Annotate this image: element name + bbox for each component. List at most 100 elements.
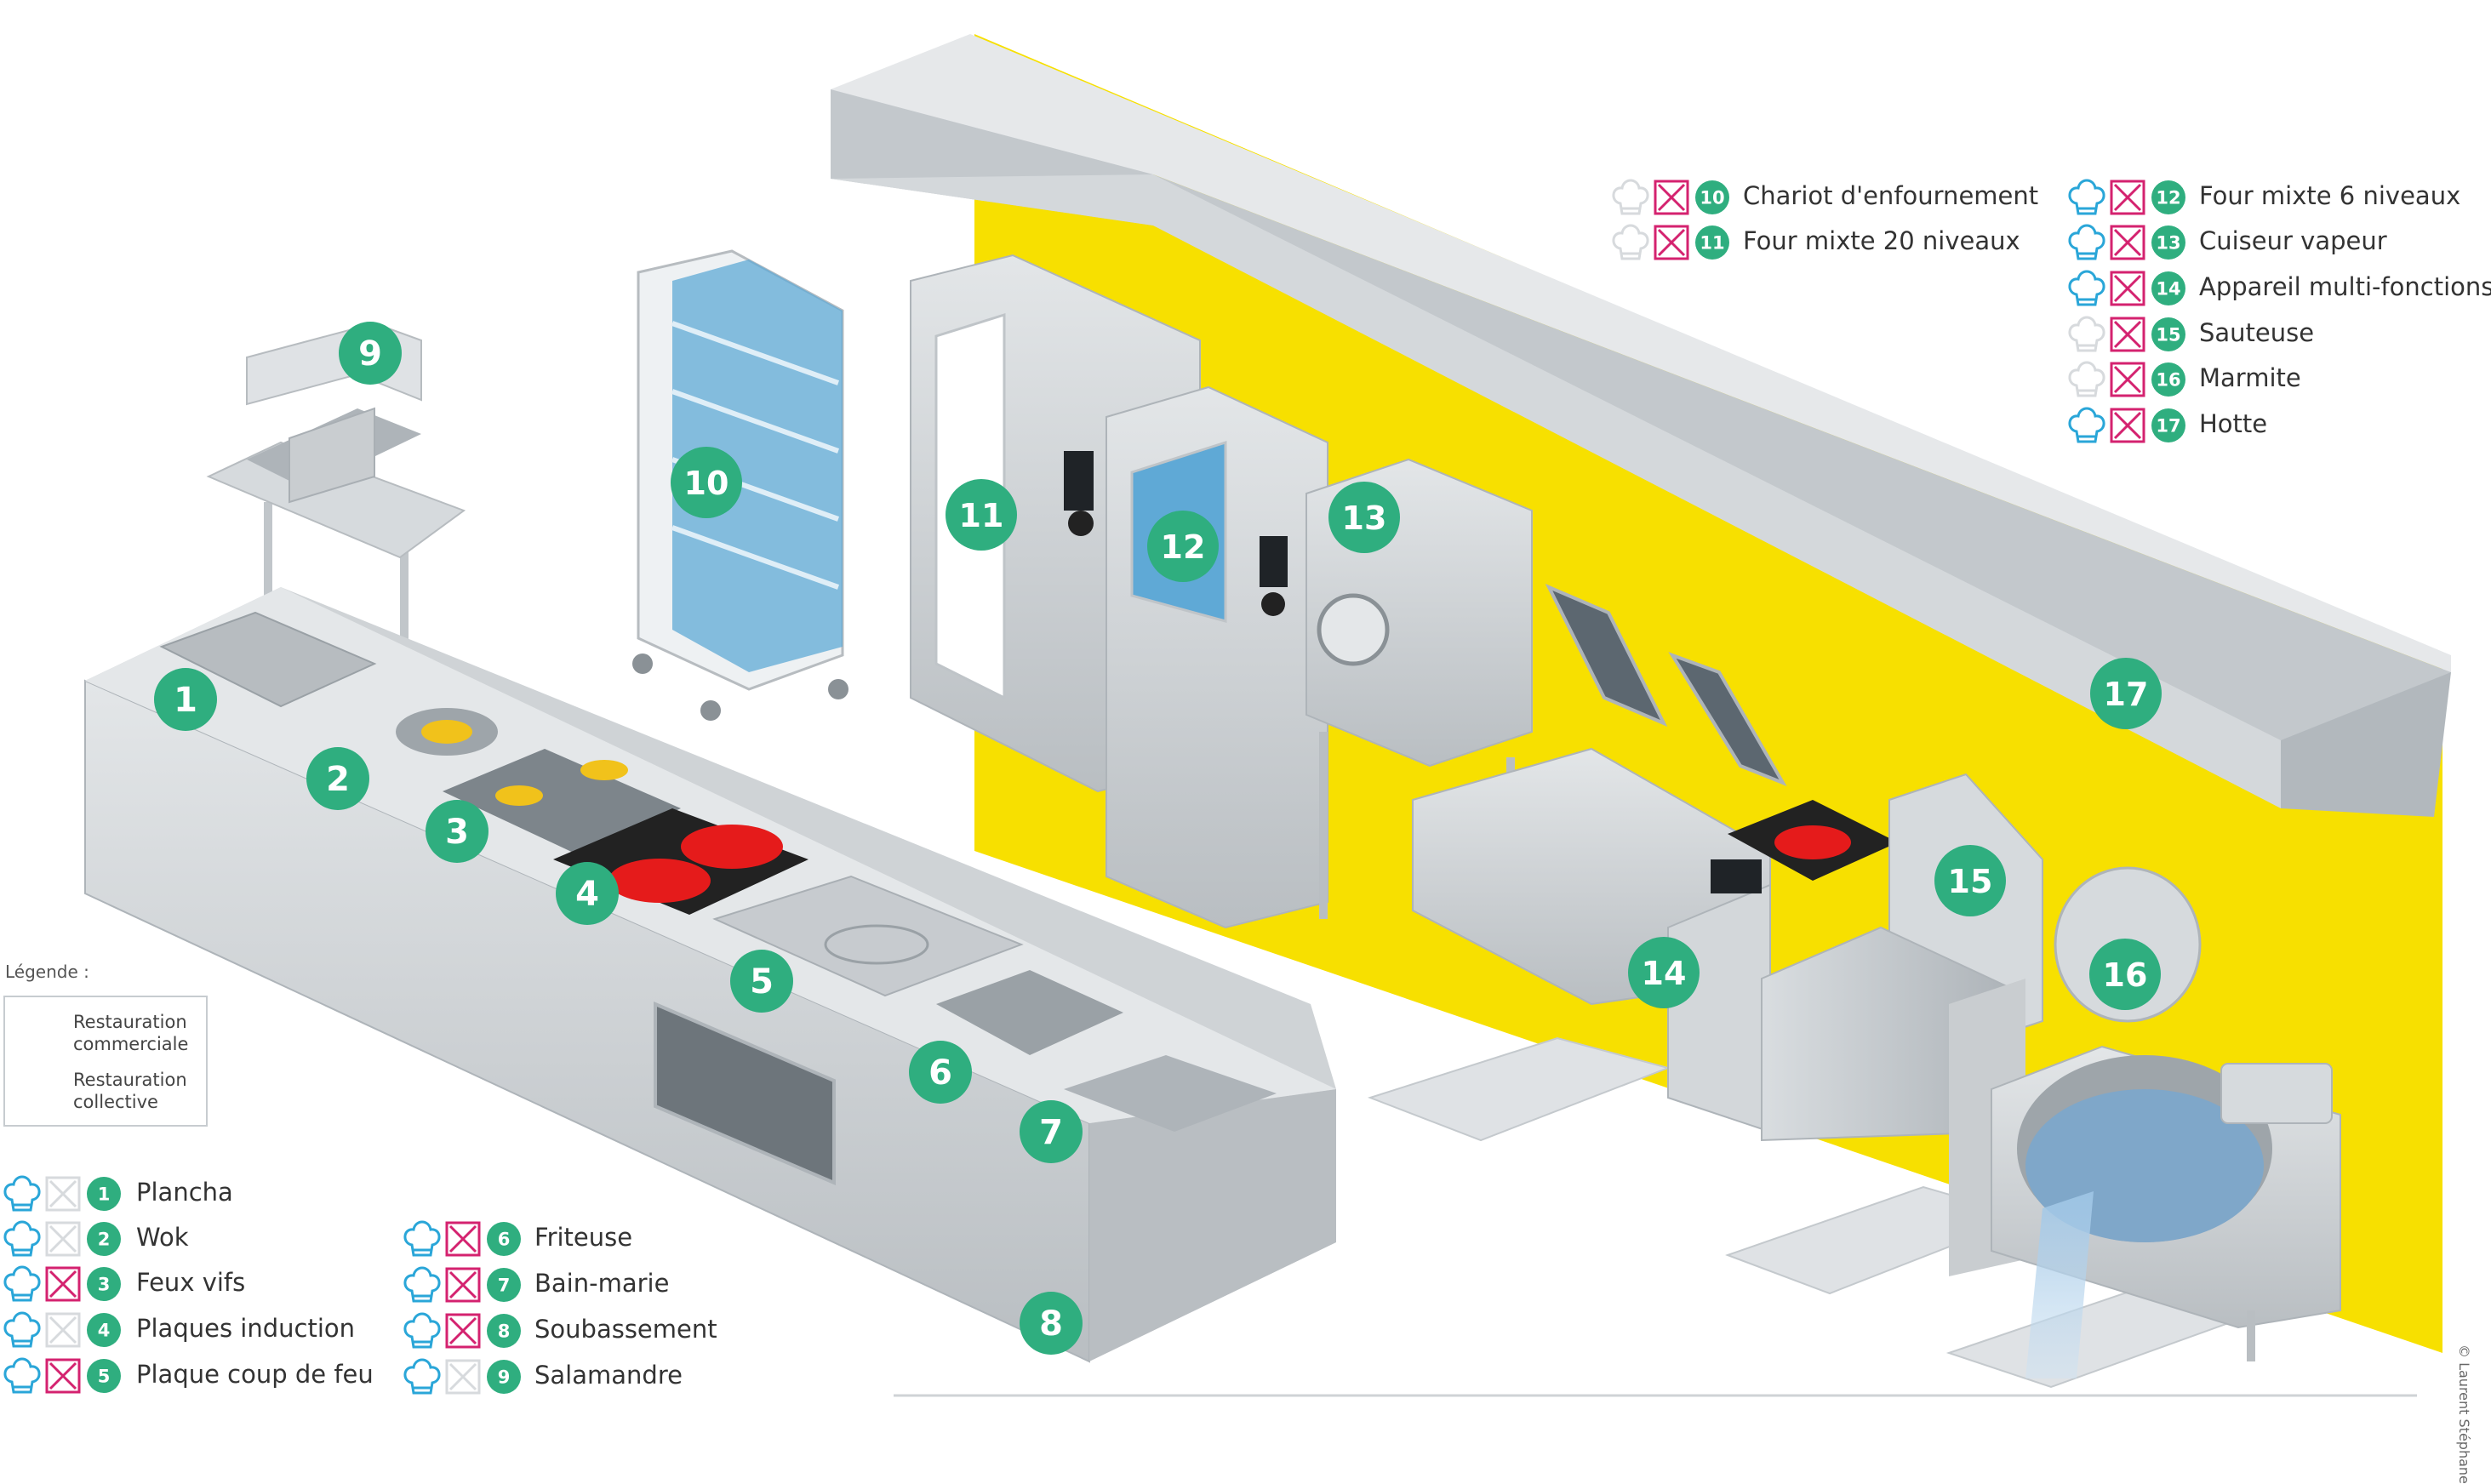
badge-13: 13 (1328, 482, 1400, 553)
svg-text:8: 8 (498, 1321, 511, 1342)
list-badge-13: 13 (2151, 225, 2185, 260)
badge-11: 11 (946, 479, 1017, 551)
list-item-2-label: Wok (136, 1223, 189, 1252)
list-badge-12: 12 (2151, 180, 2185, 214)
list-item-3-label: Feux vifs (136, 1268, 246, 1297)
badge-11-text: 11 (959, 497, 1004, 534)
cooking-island (84, 587, 1336, 1363)
badge-2: 2 (306, 747, 369, 810)
badge-12-text: 12 (1161, 528, 1206, 566)
list-badge-14: 14 (2151, 271, 2185, 305)
hood (831, 34, 2451, 817)
list-badge-2: 2 (87, 1222, 121, 1256)
list-badge-15: 15 (2151, 317, 2185, 351)
list-item-1-label: Plancha (136, 1178, 233, 1207)
badge-4: 4 (556, 862, 619, 925)
badge-8-text: 8 (1039, 1304, 1063, 1344)
badge-8: 8 (1020, 1292, 1083, 1355)
list-badge-7: 7 (487, 1268, 521, 1302)
cross-box-icon (45, 1312, 81, 1348)
badge-1-text: 1 (174, 681, 197, 720)
svg-text:4: 4 (98, 1321, 111, 1341)
list-badge-10: 10 (1695, 180, 1729, 214)
badge-15-text: 15 (1948, 863, 1993, 900)
badge-12: 12 (1147, 511, 1219, 582)
list-badge-9: 9 (487, 1360, 521, 1394)
svg-text:9: 9 (498, 1367, 511, 1388)
svg-text:2: 2 (98, 1230, 111, 1250)
badge-4-text: 4 (575, 875, 599, 914)
list-badge-11: 11 (1695, 225, 1729, 260)
list-item-7-label: Bain-marie (534, 1269, 670, 1298)
list-badge-17: 17 (2151, 408, 2185, 442)
badge-14-text: 14 (1642, 955, 1687, 992)
salamandre (206, 322, 466, 689)
list-item-15-label: Sauteuse (2199, 318, 2315, 347)
list-item-5-label: Plaque coup de feu (136, 1360, 374, 1389)
cross-box-icon (445, 1313, 481, 1349)
badge-3: 3 (426, 800, 488, 863)
chef-hat-icon (2068, 407, 2105, 443)
chef-hat-icon (1612, 224, 1649, 260)
badge-10-text: 10 (684, 465, 729, 502)
list-item-13-label: Cuiseur vapeur (2199, 226, 2387, 255)
chef-hat-icon (2068, 224, 2105, 260)
chef-hat-icon (3, 1175, 41, 1212)
multifunction (1412, 584, 1898, 1133)
list-badge-4: 4 (87, 1313, 121, 1347)
chef-hat-icon (403, 1312, 441, 1349)
cross-box-icon (2110, 362, 2145, 397)
list-badge-16: 16 (2151, 362, 2185, 397)
badge-9-text: 9 (358, 334, 382, 374)
list-item-6-label: Friteuse (534, 1223, 633, 1252)
badge-13-text: 13 (1342, 499, 1387, 537)
legend-title: Légende : (5, 962, 89, 982)
chef-hat-icon (403, 1220, 441, 1257)
chef-hat-icon (2068, 361, 2105, 397)
list-badge-1: 1 (87, 1177, 121, 1211)
svg-text:6: 6 (498, 1230, 511, 1250)
cross-box-icon (45, 1358, 81, 1394)
list-item-9-label: Salamandre (534, 1361, 683, 1390)
svg-text:17: 17 (2156, 416, 2180, 437)
svg-text:10: 10 (1700, 188, 1724, 208)
credit: © Laurent Stéphane (2456, 1344, 2472, 1484)
svg-text:7: 7 (498, 1276, 511, 1296)
svg-text:12: 12 (2156, 188, 2180, 208)
legend-commercial-label: Restauration commerciale (73, 1012, 189, 1054)
cross-box-icon (1654, 180, 1689, 215)
svg-text:15: 15 (2156, 325, 2180, 345)
svg-text:5: 5 (98, 1367, 111, 1387)
svg-text:3: 3 (98, 1275, 111, 1295)
trolley (632, 249, 848, 721)
kitchen-illustration: 1 2 3 4 5 6 7 8 9 10 11 12 13 14 15 16 1… (3, 34, 2451, 1397)
list-item-8-label: Soubassement (534, 1315, 717, 1344)
badge-5: 5 (730, 950, 793, 1013)
list-badge-3: 3 (87, 1267, 121, 1301)
badge-16-text: 16 (2103, 956, 2148, 994)
list-item-11-label: Four mixte 20 niveaux (1743, 226, 2020, 255)
list-item-16-label: Marmite (2199, 363, 2301, 392)
cross-box-icon (2110, 408, 2145, 443)
badge-6: 6 (909, 1041, 972, 1104)
cross-box-icon (45, 1266, 81, 1302)
badge-7: 7 (1020, 1100, 1083, 1163)
chef-hat-icon (3, 1220, 41, 1257)
badge-7-text: 7 (1039, 1113, 1063, 1152)
cross-box-icon (2110, 317, 2145, 352)
chef-hat-icon (2068, 179, 2105, 215)
list-badge-6: 6 (487, 1222, 521, 1256)
chef-hat-icon (2068, 316, 2105, 352)
list-item-14-label: Appareil multi-fonctions (2199, 272, 2491, 301)
cross-box-icon (2110, 225, 2145, 260)
list-item-12-label: Four mixte 6 niveaux (2199, 181, 2461, 210)
badge-2-text: 2 (326, 760, 350, 799)
badge-1: 1 (154, 668, 217, 731)
cross-box-icon (445, 1359, 481, 1395)
badge-10: 10 (671, 447, 742, 518)
badge-6-text: 6 (928, 1053, 952, 1093)
chef-hat-icon (2068, 270, 2105, 306)
oven-6 (1106, 385, 1328, 929)
badge-5-text: 5 (750, 962, 774, 1002)
